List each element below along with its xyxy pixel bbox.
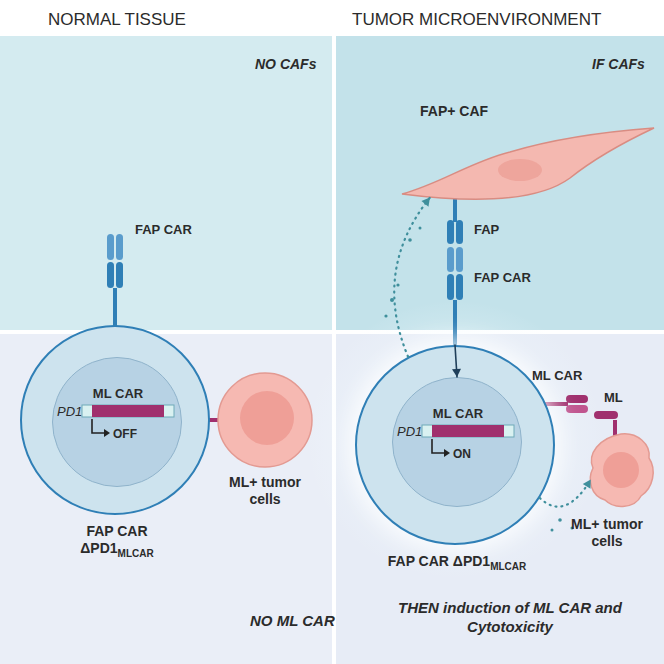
receptor bbox=[447, 247, 454, 272]
label: FAP CAR bbox=[135, 222, 192, 237]
receptor bbox=[447, 274, 454, 300]
construct-name: ML CAR bbox=[53, 386, 183, 401]
receptor bbox=[456, 220, 463, 244]
state-label: OFF bbox=[113, 427, 137, 441]
cell-caption: FAP CAR ΔPD1MLCAR bbox=[327, 553, 587, 575]
car-insert bbox=[92, 405, 164, 417]
nucleus: PD1 ML CAR ON bbox=[392, 377, 522, 507]
car-insert bbox=[432, 425, 504, 437]
promoter-arrow bbox=[432, 439, 446, 453]
cell-caption: ML+ tumor cells bbox=[220, 474, 310, 508]
receptor bbox=[456, 274, 463, 300]
cell-caption: FAP+ CAF bbox=[420, 103, 530, 120]
gene-name: PD1 bbox=[397, 424, 422, 439]
promoter-arrowhead bbox=[444, 449, 450, 457]
caption-text: ML+ tumor cells bbox=[229, 474, 301, 507]
connector bbox=[540, 480, 591, 507]
cell-caption: FAP CAR ΔPD1MLCAR bbox=[67, 523, 167, 562]
caption-subscript: MLCAR bbox=[490, 561, 526, 572]
receptor-stem bbox=[453, 198, 457, 222]
tumor-shape bbox=[217, 372, 313, 468]
tumor-body bbox=[218, 373, 312, 467]
arrowhead bbox=[421, 198, 430, 207]
caf-shape bbox=[400, 122, 656, 206]
state-label: ON bbox=[453, 447, 471, 461]
construct-name: ML CAR bbox=[393, 406, 523, 421]
band bbox=[0, 36, 332, 330]
connector-line bbox=[394, 198, 430, 357]
caption-text: FAP+ CAF bbox=[420, 103, 488, 119]
receptor-stem bbox=[113, 288, 117, 326]
ligand-stem bbox=[613, 420, 617, 436]
gene-name: PD1 bbox=[57, 404, 82, 419]
caption-subscript: MLCAR bbox=[118, 548, 154, 559]
connector bbox=[394, 198, 430, 357]
receptor bbox=[566, 405, 588, 413]
label: ML bbox=[604, 390, 623, 405]
label: NO ML CAR bbox=[250, 612, 335, 629]
promoter-arrowhead bbox=[104, 429, 110, 437]
glow bbox=[305, 300, 605, 580]
label: THEN induction of ML CAR and Cytotoxicit… bbox=[362, 598, 658, 636]
label: ML CAR bbox=[532, 368, 582, 383]
t-cell: FAP CAR ΔPD1MLCARPD1ML CAROFF bbox=[20, 325, 210, 515]
receptor bbox=[566, 395, 588, 403]
gene-locus bbox=[422, 425, 514, 437]
label: TUMOR MICROENVIRONMENT bbox=[352, 10, 601, 30]
label: NO CAFs bbox=[255, 56, 316, 72]
gene-construct bbox=[52, 357, 182, 487]
receptor bbox=[447, 220, 454, 244]
caption-text: FAP CAR ΔPD1 bbox=[388, 553, 490, 569]
receptor bbox=[116, 262, 123, 288]
t-cell: FAP CAR ΔPD1MLCARPD1ML CARON bbox=[355, 345, 555, 545]
tumor-cell: ML+ tumor cells bbox=[217, 372, 313, 468]
gene-construct bbox=[392, 377, 522, 507]
nucleus: PD1 ML CAR OFF bbox=[52, 357, 182, 487]
tumor-shape bbox=[585, 430, 657, 510]
label: FAP CAR bbox=[474, 270, 531, 285]
receptor bbox=[107, 262, 114, 288]
label: NORMAL TISSUE bbox=[48, 10, 186, 30]
ligand bbox=[594, 411, 618, 419]
tumor-nucleus bbox=[240, 391, 294, 445]
receptor bbox=[107, 234, 114, 260]
tumor-nucleus bbox=[603, 452, 639, 488]
tumor-body bbox=[590, 434, 653, 507]
caf-nucleus bbox=[498, 159, 542, 181]
band bbox=[336, 334, 664, 664]
receptor-stem bbox=[545, 402, 568, 406]
promoter-arrow bbox=[92, 419, 106, 433]
cell-caption: ML+ tumor cells bbox=[565, 516, 649, 550]
tumor-cell: ML+ tumor cells bbox=[585, 430, 657, 510]
caption-text: ML+ tumor cells bbox=[571, 516, 643, 549]
receptor bbox=[116, 234, 123, 260]
caf-cell: FAP+ CAF bbox=[400, 122, 656, 206]
label: FAP bbox=[474, 222, 499, 237]
band bbox=[336, 36, 664, 330]
receptor bbox=[456, 247, 463, 272]
caf-body bbox=[402, 128, 654, 199]
gene-locus bbox=[82, 405, 174, 417]
connector-line bbox=[540, 480, 591, 507]
receptor-stem bbox=[453, 300, 457, 346]
label: IF CAFs bbox=[592, 56, 645, 72]
